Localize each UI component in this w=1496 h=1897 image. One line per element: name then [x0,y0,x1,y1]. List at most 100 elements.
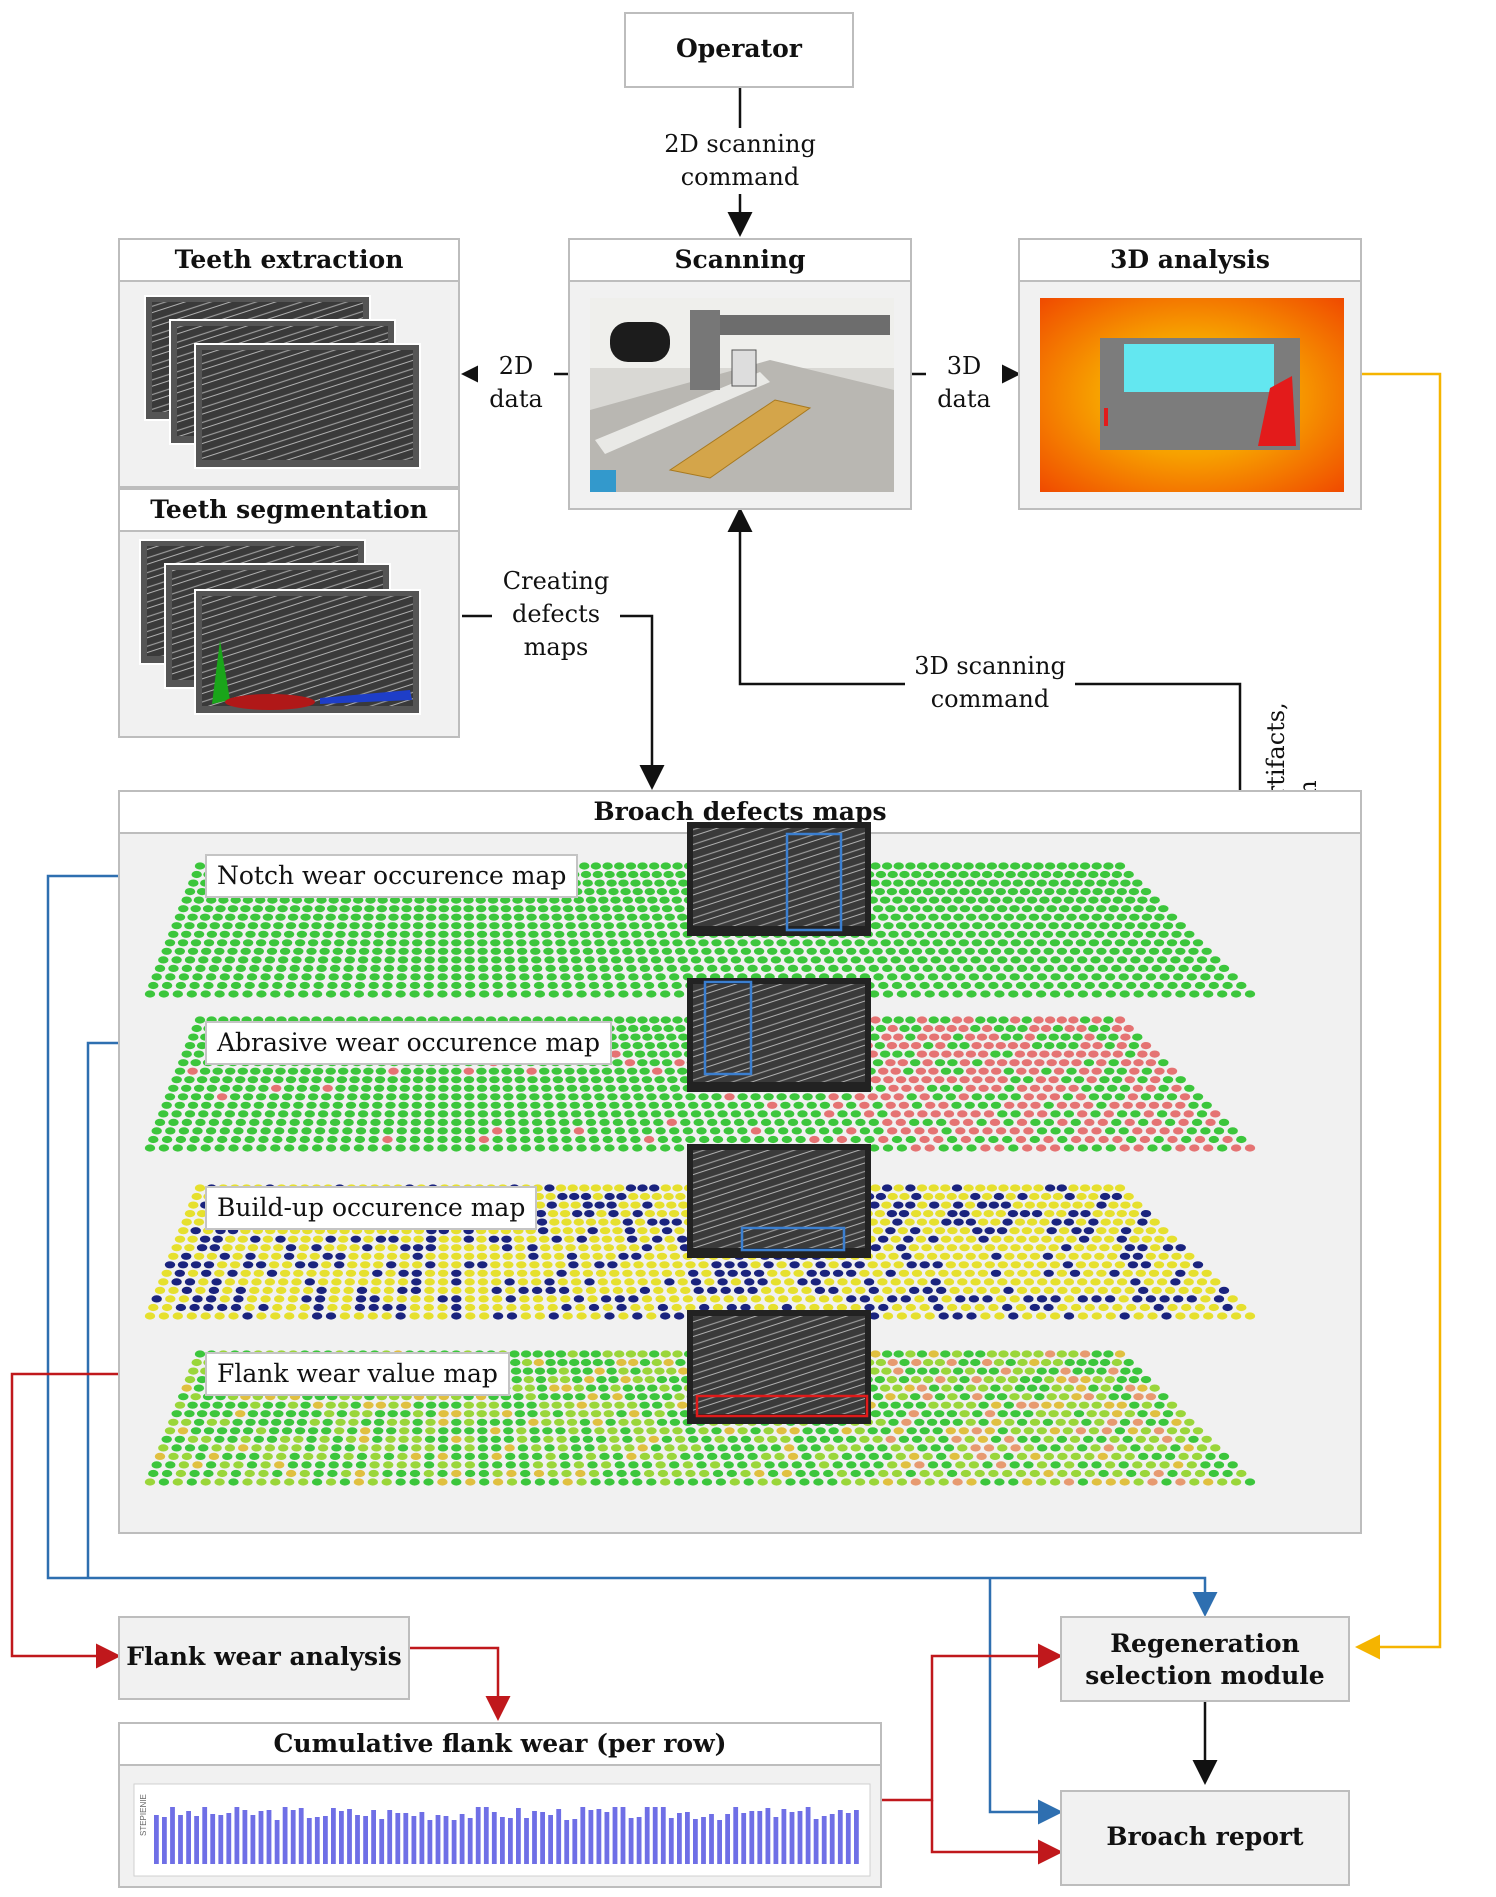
cumulative-bar [556,1809,562,1864]
cumulative-bar [572,1819,578,1864]
cumulative-bar [829,1814,835,1864]
cumulative-bar [467,1818,473,1864]
cumulative-bar [347,1809,352,1864]
abrasive-wear-map-label: Abrasive wear occurence map [205,1021,612,1065]
extraction-image-stack [144,295,421,469]
cumulative-bar [234,1807,240,1864]
edge-cumulative-regeneration [882,1643,1063,1802]
cumulative-bar [797,1811,803,1864]
defect-map-layer-buildup [144,1144,1256,1320]
cumulative-bar [821,1816,827,1864]
cumulative-bar [508,1818,513,1864]
cumulative-bar [331,1808,336,1864]
cumulative-bar [491,1812,497,1864]
cumulative-bar [685,1812,690,1864]
teeth-segmentation-box: Teeth segmentation [118,488,460,738]
scanning-title: Scanning [570,240,910,282]
cumulative-bar [773,1817,779,1864]
scan3d-command-label: 3D scanning command [905,650,1075,716]
report-box: Broach report [1060,1790,1350,1886]
cumulative-bar [564,1820,570,1864]
analysis3d-title: 3D analysis [1020,240,1360,282]
cumulative-bar [290,1810,296,1864]
cumulative-bar [789,1812,795,1864]
defect-map-layer-notch [144,822,1256,998]
operator-box: Operator [624,12,854,88]
cumulative-bar [596,1809,602,1864]
operator-title: Operator [676,34,802,63]
edge-flankmap-red [10,1372,205,1669]
cumulative-bar [162,1817,167,1864]
edge-analysis-cumulative [410,1646,511,1721]
teeth-segmentation-title: Teeth segmentation [120,490,458,532]
cumulative-bar [628,1818,634,1864]
cumulative-bar [202,1807,208,1864]
cumulative-bar [403,1813,409,1864]
cumulative-bar [475,1807,481,1864]
cumulative-bar [363,1816,368,1864]
cumulative-bar [765,1808,771,1864]
regeneration-box: Regeneration selection module [1060,1616,1350,1702]
cumulative-bar [323,1816,328,1864]
cumulative-bar [266,1810,272,1864]
cumulative-bar [516,1808,521,1864]
cumulative-bar [411,1816,417,1864]
cumulative-bar [274,1820,280,1864]
cumulative-bar [781,1809,787,1864]
cumulative-bar [612,1807,618,1864]
cumulative-bar [548,1815,553,1864]
cumulative-bar [443,1816,449,1864]
cumulative-bar [604,1812,610,1864]
teeth-extraction-title: Teeth extraction [120,240,458,282]
cumulative-bar [339,1811,344,1864]
cumulative-bar [709,1814,714,1864]
cumulative-bar [186,1811,191,1864]
cumulative-bar [178,1815,183,1864]
creating-defects-maps-label: Creating defects maps [492,565,620,664]
cumulative-bar [620,1807,626,1864]
cumulative-bar [194,1816,199,1864]
edge-3d-regeneration [1355,372,1442,1660]
cumulative-bar [837,1810,843,1864]
depth-map-image [1040,298,1344,492]
cumulative-bar [725,1814,730,1864]
cumulative-bar [170,1807,175,1864]
cumulative-bar [242,1810,248,1864]
cumulative-bar [636,1817,642,1864]
cumulative-bar [701,1817,706,1864]
cumulative-bar [298,1808,304,1864]
cumulative-bar [154,1815,159,1864]
cumulative-bar [451,1820,457,1864]
cumulative-bar [813,1819,819,1864]
cumulative-bar [435,1815,441,1864]
cumulative-bar [524,1818,529,1864]
flank-wear-analysis-box: Flank wear analysis [118,1616,410,1700]
cumulative-bar [258,1811,264,1864]
data2d-label: 2D data [478,350,554,416]
cumulative-bar [371,1810,376,1864]
cumulative-bar [210,1814,216,1864]
tooth-photo-inset-buildup [687,1144,871,1258]
cumulative-bar [250,1815,256,1864]
cumulative-bar [717,1820,722,1864]
cumulative-bar-chart: STEPIENIE [133,1783,871,1877]
scanning-box: Scanning [568,238,912,510]
cumulative-bar [387,1810,393,1864]
cumulative-title: Cumulative flank wear (per row) [120,1724,880,1766]
cumulative-bar [644,1807,650,1864]
cumulative-bar [314,1817,320,1864]
cumulative-bar [483,1807,489,1864]
cumulative-bar [652,1807,658,1864]
scanner-photo [590,298,894,492]
cumulative-bar [733,1807,739,1864]
cumulative-axis-label: STEPIENIE [139,1794,148,1836]
cumulative-bar [419,1812,425,1864]
cumulative-bar [845,1813,851,1864]
cumulative-bar [580,1807,586,1864]
cumulative-bar [306,1818,312,1864]
cumulative-bar [588,1810,594,1864]
cumulative-bar [805,1807,811,1864]
cumulative-bar [532,1811,537,1864]
cumulative-bar [854,1810,859,1864]
cumulative-bar [500,1817,505,1864]
